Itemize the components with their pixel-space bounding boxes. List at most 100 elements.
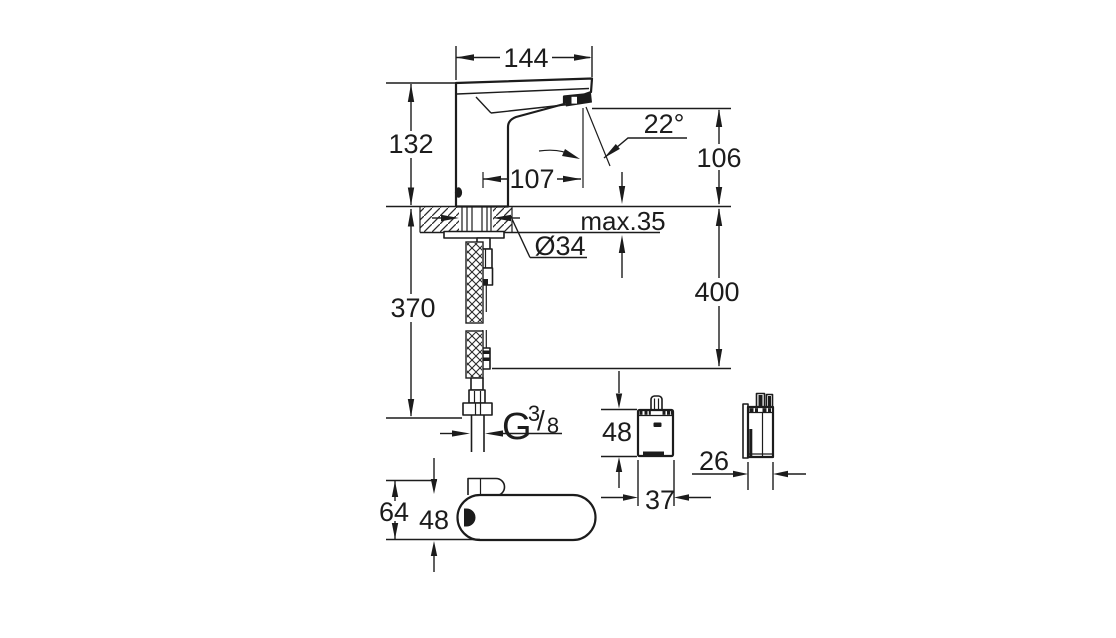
arrowhead [615,457,623,472]
arrowhead [715,187,723,205]
arrowhead [604,144,620,158]
sensor-window [454,187,463,198]
box-side-dark-bar [749,429,753,457]
hose-collar [470,377,484,391]
connector-nub [481,279,488,286]
deck-hatch-left [420,207,459,232]
dim-37-label: 37 [645,485,675,515]
sensor-range-arrowhead [562,149,580,159]
box-plug-stub [650,395,663,410]
cable-plug-band [478,357,490,361]
dim-26-label: 26 [699,446,729,476]
arrowhead [618,235,626,253]
dim-48-base-label: 48 [419,505,449,535]
dim-install-distance-400: 400 [492,208,740,370]
arrowhead [452,430,470,437]
dim-400-label: 400 [694,277,739,307]
braided-hose-upper-weave [467,243,482,322]
arrowhead [574,54,592,61]
dim-base-depth-64: 64 [379,479,480,541]
dim-370-label: 370 [390,293,435,323]
box-side-stub2-core [768,396,771,407]
arrowhead [715,208,723,226]
arrowhead [618,186,626,204]
thread-g-label: G [502,406,532,448]
arrowhead [773,470,788,478]
aerator-slot [571,96,577,104]
tailpieces [461,207,492,232]
thread-slash: / [537,405,545,436]
leader-line [511,218,531,258]
cable-plug-band [478,350,490,354]
dim-body-height-132: 132 [386,82,456,206]
spout-shoulder-line [475,96,492,114]
dim-thread-g38: G 3 / 8 [440,401,562,448]
arrowhead [407,399,415,417]
dim-supply-length-370: 370 [386,208,462,419]
arrowhead [456,54,474,61]
dim-132-label: 132 [388,129,433,159]
arrowhead [623,494,638,501]
dim-max35-label: max.35 [580,206,665,236]
dim-box-depth-26: 26 [692,446,806,490]
arrowhead [483,175,501,183]
mounting-deck [386,205,731,234]
base-outline [456,493,597,542]
control-box-front-view: 48 37 [601,371,711,515]
arrowhead [391,481,399,497]
box-side-band-marks [749,408,771,413]
dim-spout-reach-107: 107 [482,164,581,194]
arrowhead [441,214,459,222]
spray-angle-line [585,106,611,167]
dim-48-box-label: 48 [602,417,632,447]
dim-spray-angle-22: 22° [603,109,687,159]
dim-max-deck-thickness: max.35 [580,172,666,278]
arrowhead [615,393,623,409]
arrowhead [674,494,689,501]
mounting-flange [443,230,505,239]
dim-outlet-height-106: 106 [592,107,742,205]
arrowhead [493,214,511,222]
dim-spout-width-144: 144 [455,43,593,80]
dim-107-label: 107 [509,164,554,194]
arrowhead [715,109,723,127]
arrowhead [485,430,503,437]
dim-22deg-label: 22° [644,109,685,139]
dim-dia34-label: Ø34 [534,231,585,261]
arrowhead [407,84,415,102]
arrowhead [563,175,581,183]
base-tab [467,477,506,497]
box-logo [653,422,662,427]
box-bottom-band [643,451,664,456]
thread-denominator-label: 8 [547,413,559,438]
arrowhead [430,479,438,494]
dim-64-label: 64 [379,497,409,527]
arrowhead [430,541,438,556]
dim-hole-diameter-34: Ø34 [432,214,587,261]
supply-hose-assembly [443,230,505,452]
dim-box-width-37: 37 [601,460,711,515]
union-nut [462,402,493,416]
dim-144-label: 144 [503,43,548,73]
braided-hose-lower-weave [467,332,482,377]
dim-106-label: 106 [696,143,741,173]
box-body [636,408,675,458]
arrowhead [407,187,415,206]
arrowhead [407,208,415,227]
spout-top-inner-line [456,87,590,95]
dim-base-width-48: 48 [419,458,449,572]
thread-numerator-label: 3 [528,401,540,426]
arrowhead [715,349,723,367]
aerator-outlet [563,93,592,107]
box-side-stub1-core [758,395,763,407]
arrowhead [391,523,399,539]
control-box-side-view: 26 [692,392,806,490]
dim-box-height-48: 48 [601,371,637,488]
base-top-view: 64 48 [379,458,597,572]
box-band-marks [639,410,673,415]
deck-hatch-right [493,207,512,232]
base-sensor-mark [464,508,476,527]
arrowhead [733,470,748,478]
